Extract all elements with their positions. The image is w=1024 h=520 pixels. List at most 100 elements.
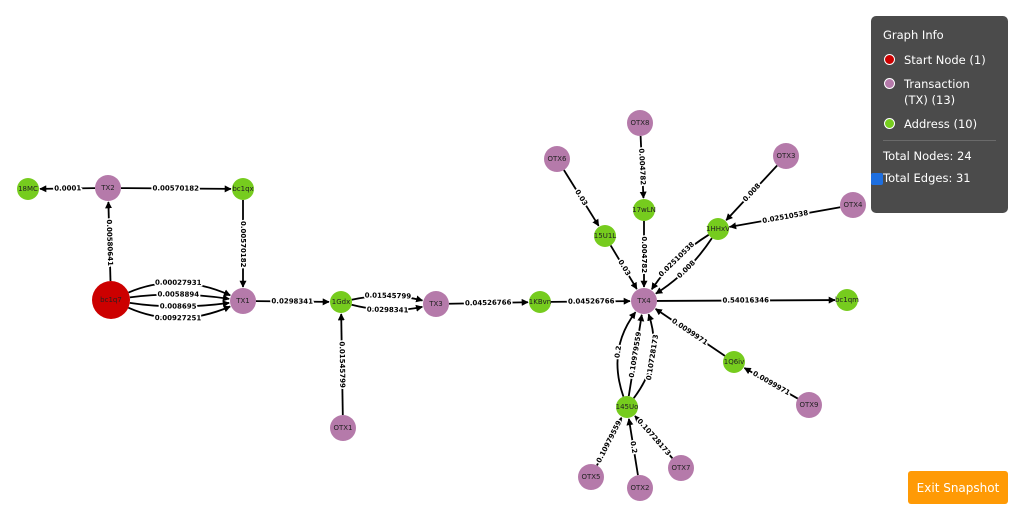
edge-TX1-1Gdx (255, 298, 330, 306)
edge-label: 0.04526766 (465, 299, 512, 308)
node-OTX9[interactable]: OTX9 (796, 392, 822, 418)
node-circle[interactable] (627, 110, 653, 136)
node-circle[interactable] (330, 415, 356, 441)
node-145Uo[interactable]: 145Uo (616, 396, 639, 418)
node-circle[interactable] (668, 455, 694, 481)
node-circle[interactable] (232, 178, 254, 200)
legend-transaction: Transaction (TX) (13) (883, 76, 996, 108)
panel-resize-handle[interactable] (871, 173, 883, 185)
edge-1KBvn-TX4 (550, 297, 631, 305)
edge-label-halo: 0.01545799 (365, 291, 412, 300)
node-bc1q7[interactable]: bc1q7 (92, 281, 130, 319)
node-circle[interactable] (544, 146, 570, 172)
node-circle[interactable] (95, 175, 121, 201)
edge-OTX6-15U1L (563, 169, 600, 227)
node-label: 15U1L (594, 232, 616, 240)
node-label: OTX7 (671, 464, 690, 472)
node-1Gdx[interactable]: 1Gdx (330, 291, 352, 313)
node-circle[interactable] (17, 178, 39, 200)
edge-label: 0.10728173 (645, 334, 660, 381)
edge-label: 0.00570182 (239, 221, 247, 268)
node-OTX1[interactable]: OTX1 (330, 415, 356, 441)
exit-snapshot-button[interactable]: Exit Snapshot (908, 471, 1008, 504)
node-1HHxV[interactable]: 1HHxV (706, 218, 730, 240)
node-1Q6iv[interactable]: 1Q6iv (723, 351, 745, 373)
legend-label: Transaction (TX) (13) (904, 77, 970, 107)
node-TX2[interactable]: TX2 (95, 175, 121, 201)
node-circle[interactable] (631, 288, 657, 314)
node-circle[interactable] (423, 291, 449, 317)
total-nodes: Total Nodes: 24 (883, 149, 972, 163)
edge-label: 0.02510538 (762, 209, 809, 225)
node-circle[interactable] (796, 392, 822, 418)
node-circle[interactable] (773, 143, 799, 169)
node-label: TX1 (235, 297, 250, 305)
edge-OTX3-1HHxV (725, 164, 778, 221)
node-TX4[interactable]: TX4 (631, 288, 657, 314)
node-circle[interactable] (707, 218, 729, 240)
edge-label: 0.004782 (637, 148, 647, 185)
edge-label: 0.03 (573, 188, 589, 207)
node-label: bc1q7 (100, 296, 122, 304)
node-circle[interactable] (616, 396, 638, 418)
node-OTX2[interactable]: OTX2 (627, 475, 653, 501)
node-circle[interactable] (723, 351, 745, 373)
edge-bc1q7-TX1 (128, 281, 231, 297)
node-circle[interactable] (840, 192, 866, 218)
node-17wLN[interactable]: 17wLN (632, 199, 656, 221)
start-node-swatch (884, 54, 895, 65)
node-TX3[interactable]: TX3 (423, 291, 449, 317)
node-circle[interactable] (633, 199, 655, 221)
edge-label-halo: 0.0058894 (157, 290, 199, 298)
node-circle[interactable] (230, 288, 256, 314)
edge-TX2-bc1qx (120, 185, 232, 193)
graph-info-title: Graph Info (883, 28, 944, 42)
edge-label-halo: 0.00570182 (152, 184, 199, 192)
node-circle[interactable] (627, 475, 653, 501)
node-1KBvn[interactable]: 1KBvn (529, 291, 551, 313)
edge-1Gdx-TX3 (351, 295, 424, 303)
node-circle[interactable] (578, 464, 604, 490)
node-OTX5[interactable]: OTX5 (578, 464, 604, 490)
node-bc1qx[interactable]: bc1qx (232, 178, 254, 200)
edge-label-halo: 0.01545799 (338, 341, 347, 388)
node-bc1qm[interactable]: bc1qm (835, 289, 859, 311)
node-OTX7[interactable]: OTX7 (668, 455, 694, 481)
node-TX1[interactable]: TX1 (230, 288, 256, 314)
edge-label: 0.0298341 (367, 306, 409, 315)
edge-label: 0.54016346 (722, 296, 769, 304)
legend-label: Address (10) (904, 117, 978, 131)
edge-label: 0.0099971 (751, 370, 791, 398)
edge-1Q6iv-TX4 (655, 308, 726, 357)
node-circle[interactable] (92, 281, 130, 319)
edge-label-halo: 0.00580641 (105, 219, 114, 266)
edge-TX4-bc1qm (656, 296, 836, 304)
node-label: OTX2 (630, 484, 649, 492)
node-label: OTX6 (547, 155, 567, 163)
node-circle[interactable] (836, 289, 858, 311)
node-15U1L[interactable]: 15U1L (594, 225, 616, 247)
edge-label-halo: 0.54016346 (722, 296, 769, 304)
node-label: TX3 (428, 300, 443, 308)
edge-label: 0.0058894 (157, 290, 199, 298)
edge-label: 0.04526766 (568, 297, 615, 305)
node-circle[interactable] (594, 225, 616, 247)
edge-label: 0.01545799 (338, 341, 347, 388)
edge-label: 0.0099971 (670, 317, 709, 347)
node-OTX6[interactable]: OTX6 (544, 146, 570, 172)
node-circle[interactable] (330, 291, 352, 313)
edge-label: 0.00927251 (155, 314, 202, 322)
node-OTX3[interactable]: OTX3 (773, 143, 799, 169)
node-label: bc1qx (232, 185, 253, 193)
node-label: 1Gdx (332, 298, 350, 306)
node-OTX4[interactable]: OTX4 (840, 192, 866, 218)
edge-bc1q7-TX1 (127, 305, 231, 320)
node-18MC[interactable]: 18MC (17, 178, 39, 200)
node-OTX8[interactable]: OTX8 (627, 110, 653, 136)
edge-label: 0.0001 (54, 184, 81, 192)
edge-label: 0.00027931 (155, 279, 202, 287)
edge-OTX4-1HHxV (729, 206, 841, 230)
node-circle[interactable] (529, 291, 551, 313)
